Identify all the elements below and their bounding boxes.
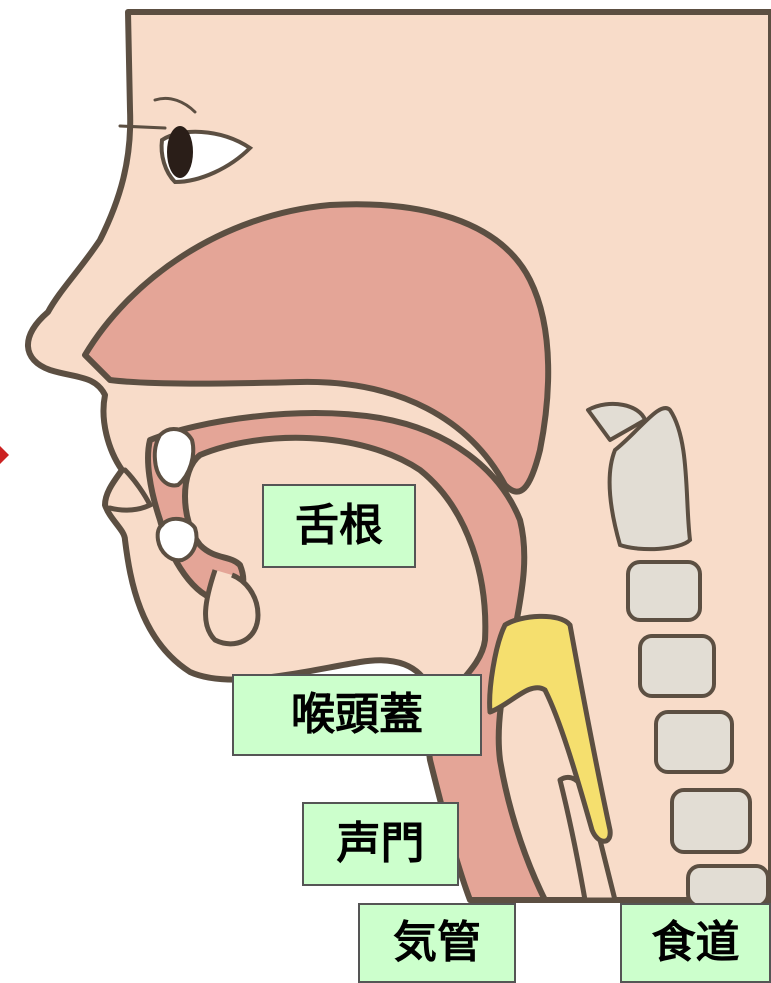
arrow-tip [0, 446, 9, 464]
label-epiglottis: 喉頭蓋 [232, 674, 482, 756]
label-tongue-root: 舌根 [262, 484, 416, 568]
vertebra-5 [688, 866, 768, 906]
label-trachea: 気管 [358, 903, 516, 983]
eye-pupil [167, 126, 193, 178]
label-glottis: 声門 [302, 802, 459, 886]
upper-tooth [155, 429, 193, 485]
vertebra-4 [672, 790, 750, 852]
vertebra-3 [656, 712, 732, 772]
label-esophagus: 食道 [620, 903, 771, 983]
lower-tooth [158, 519, 197, 560]
vertebra-2 [640, 636, 714, 696]
vertebra-1 [628, 562, 700, 620]
